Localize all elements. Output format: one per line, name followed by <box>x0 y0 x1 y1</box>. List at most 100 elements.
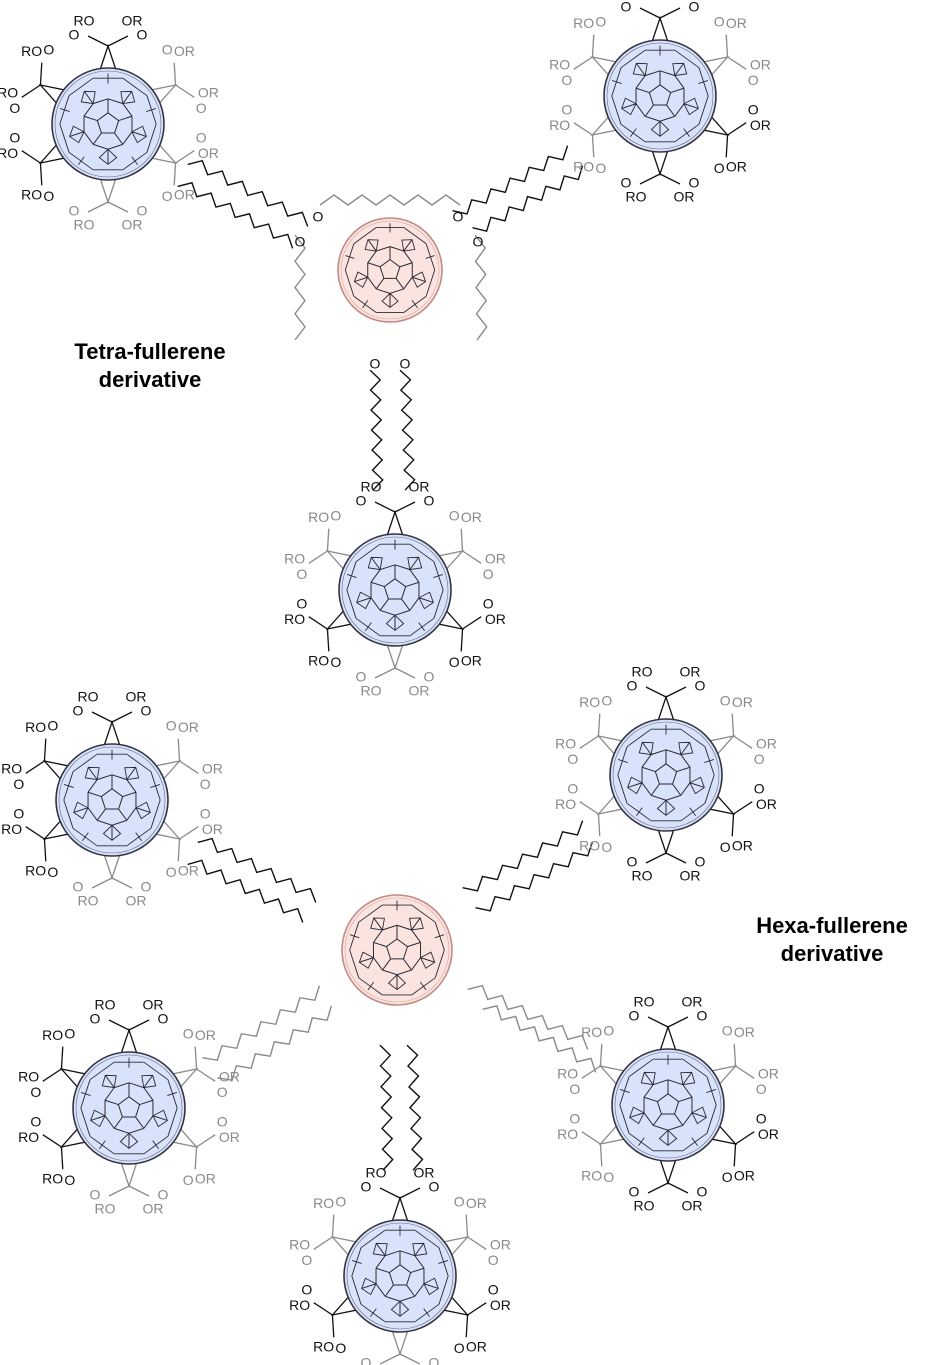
fullerene-sphere <box>55 743 169 857</box>
fullerene-bond <box>119 1132 139 1149</box>
fullerene-bond <box>385 614 405 631</box>
fullerene-bond <box>73 807 89 813</box>
fullerene-rim <box>341 536 449 644</box>
fullerene-bond <box>691 1106 707 1125</box>
carbonyl-oxygen: O <box>47 864 58 880</box>
ester-group: OR <box>732 837 753 853</box>
fullerene-bond <box>409 557 420 570</box>
carbonyl-oxygen: O <box>483 566 494 582</box>
carbonyl-oxygen: O <box>569 1110 580 1126</box>
ester-bond <box>313 1236 333 1250</box>
linker-oxygen: O <box>473 234 484 250</box>
fullerene-bond <box>629 1106 645 1125</box>
fullerene-bond <box>370 917 385 931</box>
ester-group: OR <box>202 821 223 837</box>
ester-group: OR <box>219 1068 240 1084</box>
ester-bond <box>39 162 43 186</box>
ester-bond <box>175 84 195 98</box>
ester-bond <box>579 735 599 749</box>
ester-group: OR <box>198 84 219 100</box>
ester-group: OR <box>682 994 703 1010</box>
fullerene-bond <box>682 1058 708 1078</box>
cyclopropane-ring <box>657 828 675 856</box>
ester-group: RO <box>308 509 329 525</box>
fullerene-bond <box>434 922 445 951</box>
ester-bond <box>591 34 595 58</box>
fullerene-bond <box>83 91 94 104</box>
ester-bond <box>374 501 396 513</box>
fullerene-bond <box>150 771 161 801</box>
fullerene-bond <box>395 278 405 290</box>
fullerene-bond <box>414 1229 440 1249</box>
alkyl-chain <box>197 837 317 903</box>
fullerene-bond <box>643 1096 658 1103</box>
ester-bond <box>331 1214 335 1238</box>
ester-bond <box>731 813 735 837</box>
ester-bond <box>25 760 45 774</box>
alkyl-chain <box>369 369 384 491</box>
fullerene-rim <box>614 1051 722 1159</box>
linker-oxygen: O <box>453 209 464 225</box>
ester-bond <box>581 1065 601 1079</box>
ester-group: RO <box>313 1338 334 1354</box>
fullerene-bond <box>680 802 706 822</box>
fullerene-bond <box>680 728 706 748</box>
carbonyl-oxygen: O <box>429 1179 440 1195</box>
ester-group: RO <box>579 694 600 710</box>
ester-group: RO <box>42 1027 63 1043</box>
ester-group: OR <box>734 1167 755 1183</box>
ester-bond <box>394 501 416 513</box>
ester-bond <box>735 1131 755 1145</box>
carbonyl-oxygen: O <box>424 669 435 685</box>
ester-bond <box>467 1236 487 1250</box>
fullerene-bond <box>403 958 412 971</box>
ester-bond <box>639 7 661 19</box>
fullerene-bond <box>683 103 699 109</box>
carbonyl-oxygen: O <box>567 780 578 796</box>
fullerene-bond <box>358 951 375 969</box>
fullerene-bond <box>641 742 652 755</box>
alkyl-chain <box>406 1044 424 1171</box>
ester-bond <box>111 711 133 723</box>
carbonyl-oxygen: O <box>756 1110 767 1126</box>
carbonyl-oxygen: O <box>621 0 632 15</box>
fullerene-bond <box>399 262 413 268</box>
ester-bond <box>645 852 667 864</box>
fullerene-bond <box>652 1113 662 1126</box>
fullerene-bond <box>68 151 94 171</box>
carbonyl-oxygen: O <box>162 188 173 204</box>
fullerene-pentagon <box>654 763 678 785</box>
ester-group: RO <box>289 1236 310 1252</box>
fullerene-bond <box>351 1275 362 1305</box>
ester-bond <box>128 1019 150 1031</box>
carbonyl-oxygen: O <box>697 1008 708 1024</box>
ester-bond <box>725 34 729 58</box>
fullerene-bond <box>617 774 628 804</box>
ester-bond <box>326 528 330 552</box>
fullerene-bond <box>704 774 715 804</box>
fullerene-bond <box>135 1116 145 1129</box>
ester-group: RO <box>18 1129 39 1145</box>
fullerene-bond <box>89 1135 115 1155</box>
fullerene-bond <box>628 1132 654 1152</box>
ester-bond <box>659 7 681 19</box>
fullerene-bond <box>405 581 420 588</box>
fullerene-bond <box>406 1284 416 1297</box>
ester-group: RO <box>18 1068 39 1084</box>
fullerene-rim <box>346 1222 454 1330</box>
fullerene-bond <box>704 746 715 776</box>
ester-group: OR <box>195 1027 216 1043</box>
fullerene-bond <box>356 597 372 603</box>
fullerene-bond <box>118 808 128 821</box>
ester-bond <box>374 667 396 679</box>
fullerene-sphere <box>343 1219 457 1333</box>
ester-bond <box>128 1185 150 1197</box>
carbonyl-oxygen: O <box>697 1184 708 1200</box>
fullerene-bond <box>59 95 70 125</box>
fullerene-bond <box>635 63 646 76</box>
fullerene-rim <box>75 1054 183 1162</box>
ester-bond <box>639 173 661 185</box>
fullerene-bond <box>410 1267 425 1274</box>
ester-group: RO <box>549 56 570 72</box>
core-fullerene <box>341 894 453 1006</box>
